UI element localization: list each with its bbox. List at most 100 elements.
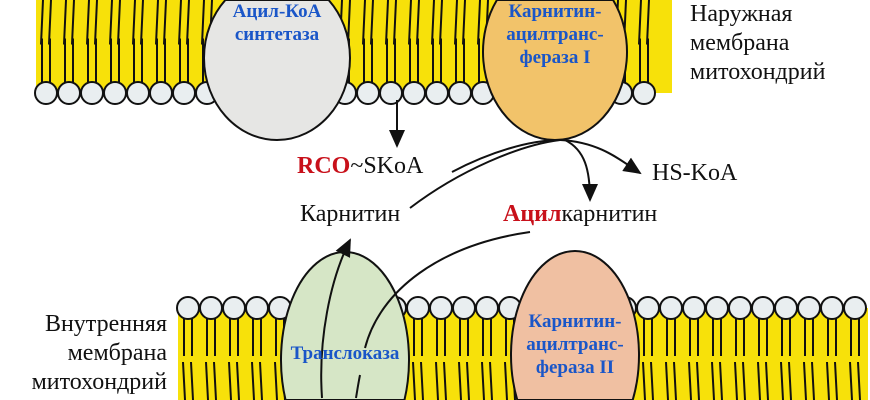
lipid-head [176, 296, 200, 320]
lipid-tail [688, 318, 692, 400]
lipid-tail [734, 318, 738, 400]
lipid-head [636, 296, 660, 320]
lipid-tail [274, 318, 278, 400]
lipid-tail [481, 318, 485, 400]
lipid-tail [466, 318, 470, 400]
enzyme-label-line: Карнитин- [528, 311, 622, 332]
lipid-tail [454, 0, 458, 83]
label-line: Наружная [690, 1, 793, 27]
lipid-tail [155, 0, 159, 83]
lipid-head [682, 296, 706, 320]
lipid-tail [132, 0, 136, 83]
lipid-tail [416, 0, 420, 83]
label-line: мембрана [67, 340, 167, 366]
lipid-tail [780, 318, 784, 400]
lipid-tail [213, 318, 217, 400]
lipid-head [728, 296, 752, 320]
lipid-head [103, 81, 127, 105]
lipid-head [774, 296, 798, 320]
lipid-head [126, 81, 150, 105]
lipid-tail [665, 318, 669, 400]
lipid-tail [186, 0, 190, 83]
lipid-head [406, 296, 430, 320]
lipid-tail [826, 318, 830, 400]
lipid-tail [650, 318, 654, 400]
lipid-tail [190, 318, 194, 400]
curve-translocase-lower [355, 374, 361, 399]
lipid-head [80, 81, 104, 105]
acylcarnitine-label: Ацилкарнитин [503, 200, 657, 229]
enzyme-label-line: ацилтранс- [526, 334, 624, 355]
lipid-head [356, 81, 380, 105]
lipid-head [705, 296, 729, 320]
lipid-tail [811, 318, 815, 400]
lipid-tail [504, 318, 508, 400]
lipid-tail [711, 318, 715, 400]
lipid-head [199, 296, 223, 320]
translocase-label: Транслоказа [265, 342, 425, 365]
enzyme-label-line: фераза II [535, 357, 615, 378]
lipid-tail [48, 0, 52, 83]
lipid-head [843, 296, 867, 320]
lipid-tail [40, 0, 44, 83]
arrow-to-acylcarnitine [564, 139, 598, 202]
enzyme-label-line: синтетаза [234, 24, 320, 45]
lipid-tail [646, 0, 650, 83]
lipid-tail [259, 318, 263, 400]
lipid-tail [834, 318, 838, 400]
lipid-tail [857, 318, 861, 400]
lipid-head [172, 81, 196, 105]
arrow-translocase-to-carnitine [320, 238, 351, 399]
lipid-head [452, 296, 476, 320]
lipid-tail [719, 318, 723, 400]
lipid-tail [489, 318, 493, 400]
lipid-tail [696, 318, 700, 400]
lipid-tail [638, 0, 642, 83]
enzyme-label-line: фераза I [519, 47, 591, 68]
lipid-tail [94, 0, 98, 83]
lipid-tail [362, 0, 366, 83]
lipid-tail [757, 318, 761, 400]
lipid-head [425, 81, 449, 105]
carnitine-label: Карнитин [300, 201, 401, 227]
lipid-tail [408, 0, 412, 83]
lipid-tail [71, 0, 75, 83]
lipid-tail [86, 0, 90, 83]
lipid-tail [412, 318, 416, 400]
lipid-head [34, 81, 58, 105]
lipid-tail [462, 0, 466, 83]
lipid-tail [393, 0, 397, 83]
coa-text: ~SKoA [350, 153, 424, 179]
lipid-tail [788, 318, 792, 400]
lipid-head [245, 296, 269, 320]
lipid-tail [765, 318, 769, 400]
lipid-tail [742, 318, 746, 400]
lipid-tail [642, 318, 646, 400]
lipid-tail [849, 318, 853, 400]
enzyme-label-line: ацилтранс- [506, 24, 604, 45]
lipid-head [379, 81, 403, 105]
cat1-label: Карнитин- ацилтранс- фераза I [495, 0, 615, 69]
lipid-tail [109, 0, 113, 83]
carnitine-text: карнитин [561, 201, 658, 227]
lipid-head [402, 81, 426, 105]
lipid-head [751, 296, 775, 320]
lipid-tail [477, 0, 481, 83]
lipid-tail [458, 318, 462, 400]
label-line: мембрана [690, 30, 790, 56]
lipid-tail [439, 0, 443, 83]
lipid-tail [803, 318, 807, 400]
lipid-head [475, 296, 499, 320]
lipid-tail [182, 318, 186, 400]
enzyme-label-line: Транслоказа [290, 343, 400, 364]
acyl-coa-synthetase-protein [203, 0, 351, 141]
enzyme-label-line: Ацил-КоА [232, 1, 322, 22]
lipid-head [222, 296, 246, 320]
lipid-head [429, 296, 453, 320]
translocase-protein [280, 251, 410, 400]
arrow-to-hscoa [559, 139, 642, 175]
acyl-coa-synthetase-label: Ацил-КоА синтетаза [217, 0, 337, 46]
lipid-head [57, 81, 81, 105]
acyl-group-text: RCO [297, 153, 351, 179]
